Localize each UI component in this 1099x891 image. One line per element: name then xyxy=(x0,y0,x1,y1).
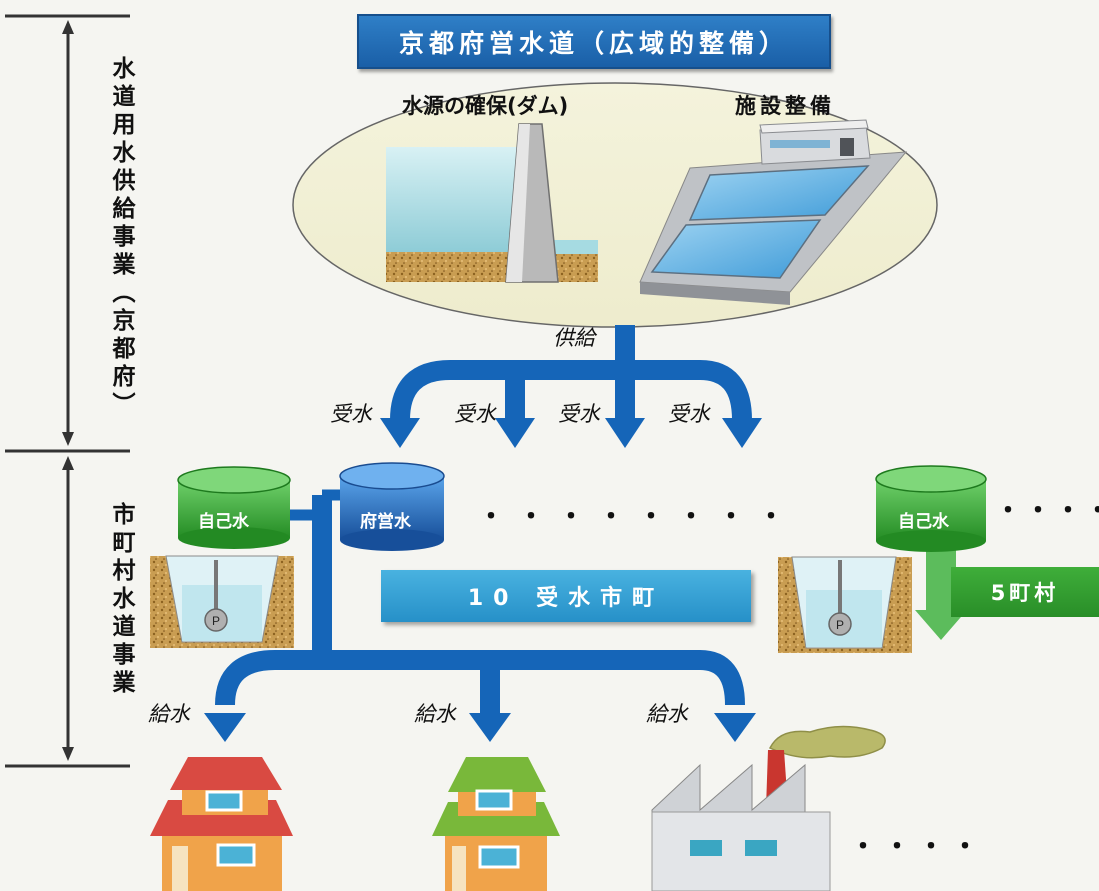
receive-label-4: 受水 xyxy=(668,402,710,426)
section-brackets xyxy=(5,14,130,768)
villages-banner: 5町村 xyxy=(951,567,1099,617)
own-water-left-label: 自己水 xyxy=(198,512,249,532)
distribution-pipes xyxy=(215,489,745,715)
receive-label-3: 受水 xyxy=(558,402,600,426)
house-red xyxy=(150,757,293,891)
dots-bottom: ・・・・ xyxy=(850,832,987,862)
prefecture-section-label: 水道用水供給事業（京都府） xyxy=(108,56,134,420)
own-water-right-label: 自己水 xyxy=(898,512,949,532)
factory-illustration xyxy=(651,725,886,891)
facility-label: 施設整備 xyxy=(735,94,835,118)
own-water-tank-right xyxy=(875,465,987,552)
dots-middle: ・・・・・・・・ xyxy=(478,502,799,532)
water-source-label: 水源の確保(ダム) xyxy=(402,94,569,118)
well-pump-right: P xyxy=(778,556,912,653)
own-water-tank-left xyxy=(177,466,291,549)
dots-right-top: ・・・・ xyxy=(995,496,1099,526)
treatment-facility-illustration xyxy=(639,119,908,305)
receive-arrowheads xyxy=(380,418,762,448)
house-green xyxy=(432,757,560,891)
supply-pipes xyxy=(390,325,752,421)
distribution-label-1: 給水 xyxy=(148,702,190,726)
receive-label-1: 受水 xyxy=(330,402,372,426)
prefectural-water-tank xyxy=(339,462,445,551)
pump-right-label: P xyxy=(836,618,844,632)
receiving-cities-banner: 10 受水市町 xyxy=(381,570,751,622)
municipal-section-label: 市町村水道事業 xyxy=(108,502,134,698)
distribution-arrowheads xyxy=(204,713,756,742)
title-banner: 京都府営水道（広域的整備） xyxy=(357,14,831,69)
pump-left-label: P xyxy=(212,614,220,628)
receive-label-2: 受水 xyxy=(454,402,496,426)
dam-illustration xyxy=(386,123,598,283)
supply-label: 供給 xyxy=(553,326,595,350)
prefectural-water-label: 府営水 xyxy=(360,512,411,532)
distribution-label-3: 給水 xyxy=(646,702,688,726)
distribution-label-2: 給水 xyxy=(414,702,456,726)
well-pump-left: P xyxy=(150,555,294,648)
